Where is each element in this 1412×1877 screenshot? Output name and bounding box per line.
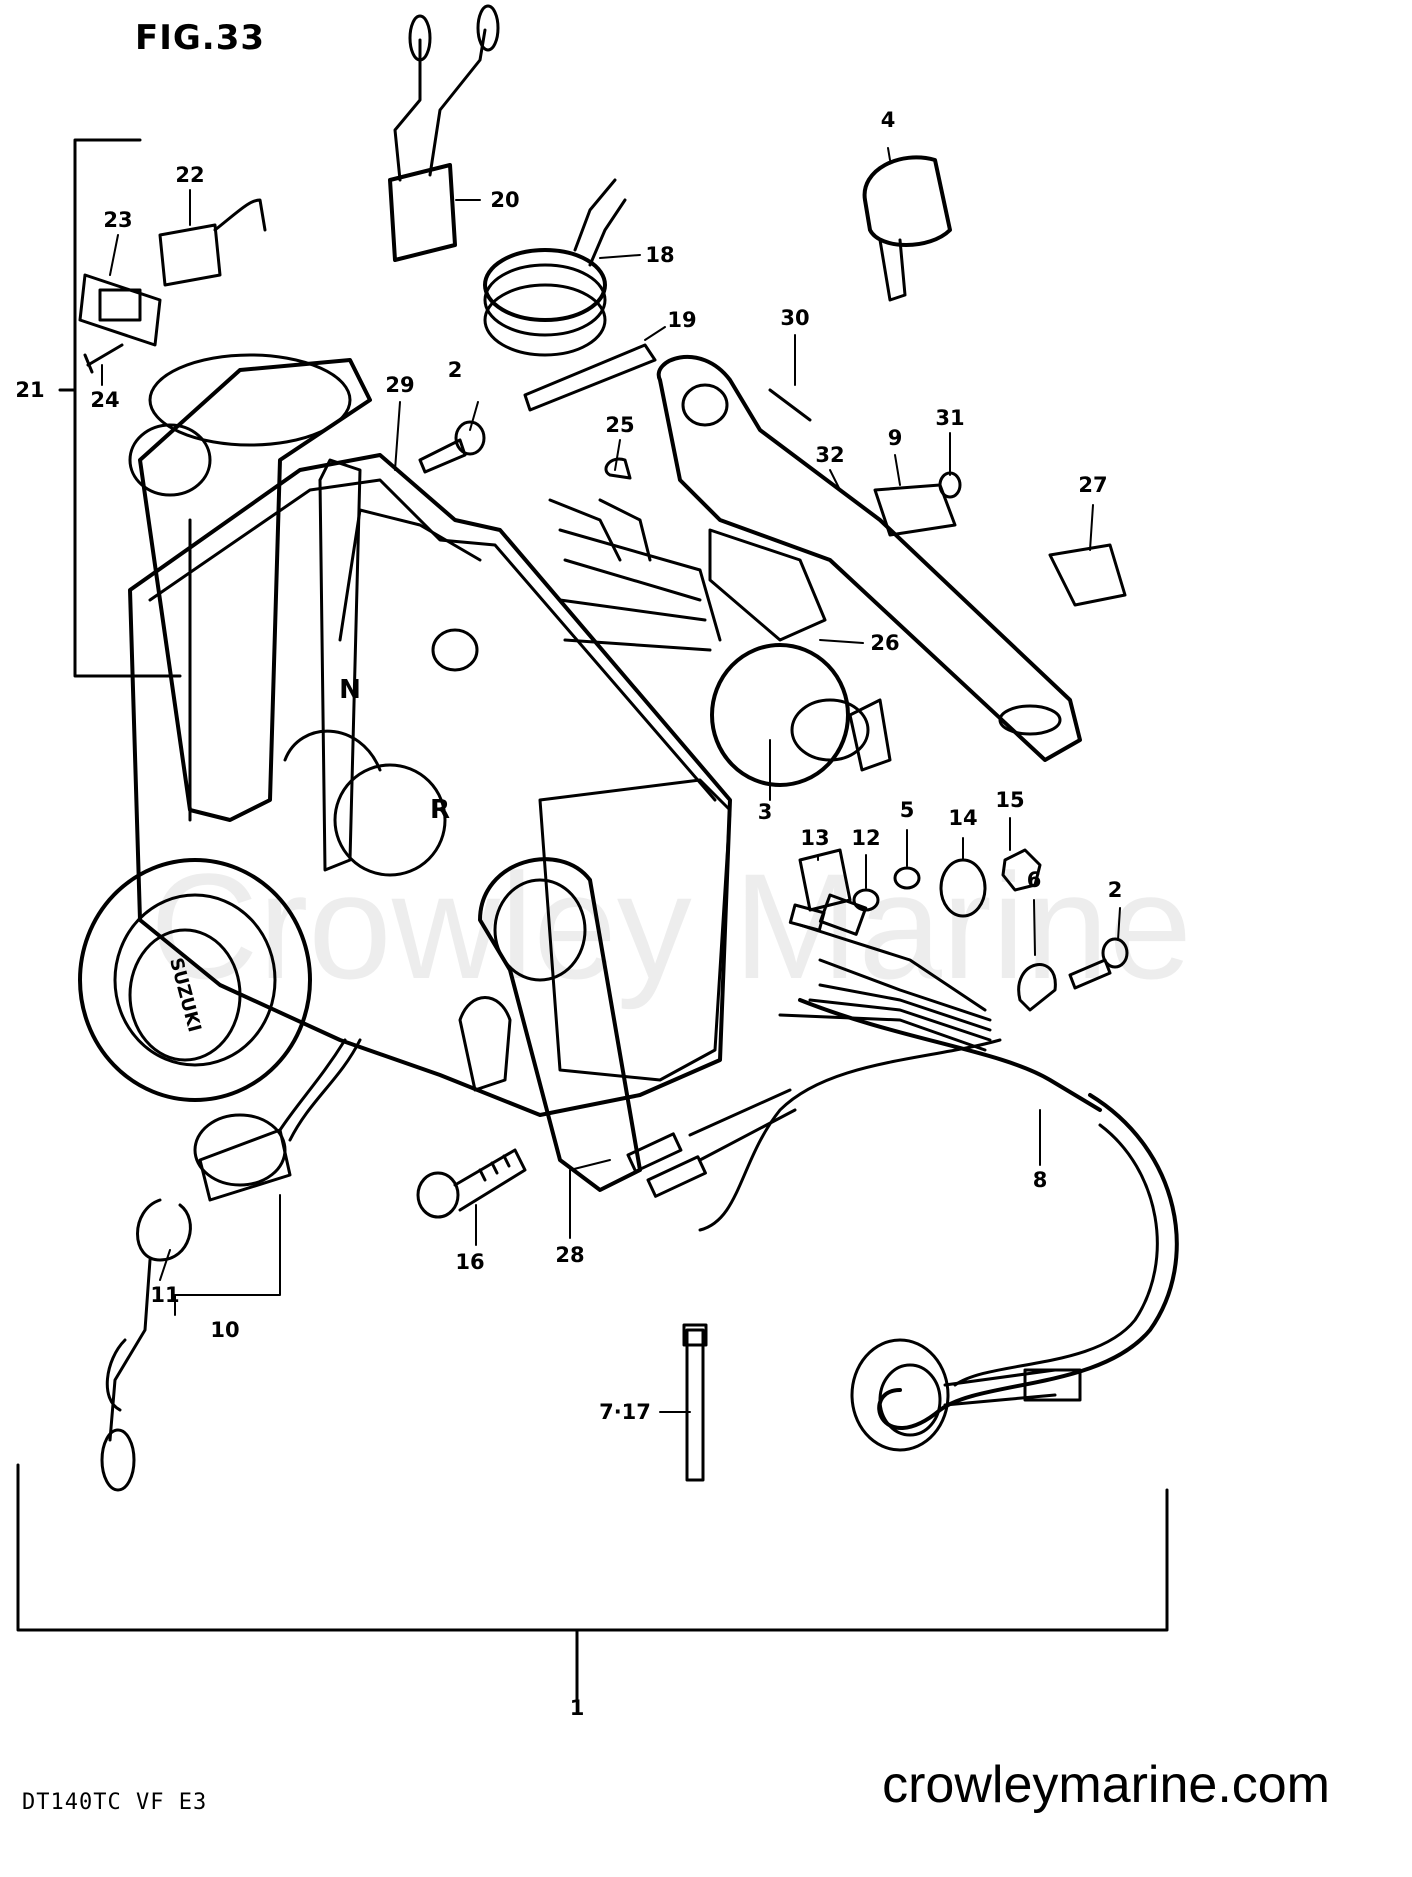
throttle-lever — [478, 857, 642, 1192]
callout-29: 29 — [385, 373, 415, 397]
mounting-bracket — [656, 354, 1082, 762]
callout-2: 2 — [447, 358, 463, 382]
callout-25: 25 — [605, 413, 635, 437]
block-9 — [873, 483, 957, 537]
callout-11: 11 — [150, 1283, 180, 1307]
lever-29 — [318, 458, 362, 872]
callout-4: 4 — [880, 108, 896, 132]
plate-13 — [798, 848, 852, 912]
washer-14 — [939, 858, 987, 918]
nut-5 — [893, 866, 921, 890]
callout-1: 1 — [569, 1696, 585, 1720]
assembly-bracket — [16, 1463, 1169, 1632]
cable-tie — [682, 1323, 708, 1482]
callout-28: 28 — [555, 1243, 585, 1267]
callout-30: 30 — [780, 306, 810, 330]
handle-hub — [78, 858, 312, 1102]
callout-7-17: 7·17 — [599, 1400, 651, 1424]
callout-2: 2 — [1107, 878, 1123, 902]
callout-19: 19 — [667, 308, 697, 332]
screw-2-right — [1068, 937, 1129, 990]
callout-20: 20 — [490, 188, 520, 212]
callout-27: 27 — [1078, 473, 1108, 497]
wire-19 — [523, 343, 657, 412]
nut-15 — [1001, 848, 1042, 892]
washer-12 — [852, 888, 880, 912]
seal-cap-18 — [483, 178, 627, 357]
callout-14: 14 — [948, 806, 978, 830]
callout-12: 12 — [851, 826, 881, 850]
harness-connector — [850, 1338, 950, 1452]
bolt-16 — [416, 1148, 527, 1219]
callout-21: 21 — [15, 378, 45, 402]
bracket-21 — [73, 138, 182, 678]
website-label: crowleymarine.com — [882, 1756, 1330, 1814]
housing-marking-n: N — [339, 675, 361, 705]
callout-6: 6 — [1026, 868, 1042, 892]
key-4 — [862, 155, 952, 302]
callout-5: 5 — [899, 798, 915, 822]
wiring-harness — [626, 998, 1179, 1452]
callout-26: 26 — [870, 631, 900, 655]
callout-24: 24 — [90, 388, 120, 412]
callout-31: 31 — [935, 406, 965, 430]
front-cover — [538, 778, 732, 1082]
plate-23 — [78, 273, 162, 347]
leader-lines — [101, 147, 1121, 1413]
callout-13: 13 — [800, 826, 830, 850]
callout-32: 32 — [815, 443, 845, 467]
callout-3: 3 — [757, 800, 773, 824]
callout-15: 15 — [995, 788, 1025, 812]
ignition-switch — [548, 498, 892, 787]
figure-title: FIG.33 — [135, 18, 266, 58]
model-label: DT140TC VF E3 — [22, 1790, 208, 1815]
callout-16: 16 — [455, 1250, 485, 1274]
clamp-6 — [1017, 963, 1057, 1012]
control-handle — [138, 358, 372, 822]
switch-22 — [158, 198, 267, 287]
callout-8: 8 — [1032, 1168, 1048, 1192]
clip-27 — [1048, 543, 1127, 607]
callout-10: 10 — [210, 1318, 240, 1342]
housing-hole — [431, 628, 479, 672]
callout-18: 18 — [645, 243, 675, 267]
connector-20 — [388, 4, 500, 262]
callout-22: 22 — [175, 163, 205, 187]
screw-24 — [83, 343, 124, 374]
housing-marking-r: R — [429, 795, 451, 825]
screw-2-top — [418, 420, 486, 474]
pin-30 — [768, 388, 812, 422]
callout-23: 23 — [103, 208, 133, 232]
kill-switch — [100, 1038, 362, 1492]
callout-9: 9 — [887, 426, 903, 450]
clip-25 — [604, 457, 632, 480]
clip-31 — [938, 471, 962, 499]
